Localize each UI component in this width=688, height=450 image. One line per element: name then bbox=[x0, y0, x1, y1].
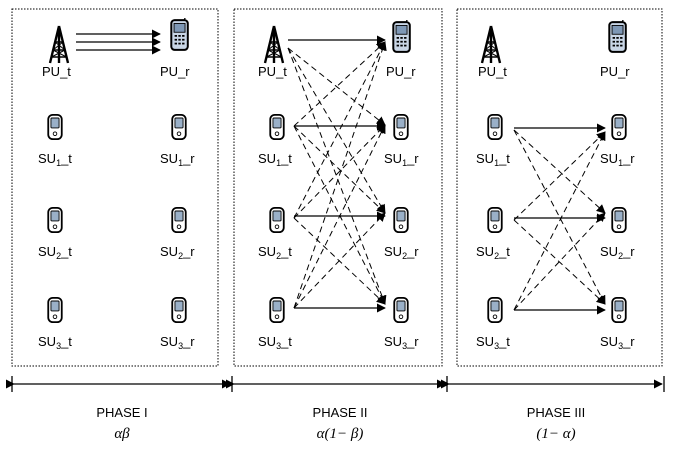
phase-1-panel bbox=[11, 8, 219, 367]
phase-1-label: PHASE I bbox=[96, 405, 147, 420]
phase-2-duration: α(1− β) bbox=[317, 426, 364, 442]
p2-su1-r-label: SU1_r bbox=[384, 151, 419, 168]
su1-r-phone-icon bbox=[611, 113, 627, 141]
pu-r-phone-icon bbox=[608, 20, 627, 53]
p1-su2-t-label: SU2_t bbox=[38, 244, 72, 261]
pu-t-tower-icon bbox=[48, 24, 70, 64]
phase-2-panel bbox=[233, 8, 443, 367]
p3-pu-t-label: PU_t bbox=[478, 64, 507, 79]
su3-r-phone-icon bbox=[393, 296, 409, 324]
su2-t-phone-icon bbox=[487, 206, 503, 234]
p3-su2-t-label: SU2_t bbox=[476, 244, 510, 261]
su3-t-phone-icon bbox=[487, 296, 503, 324]
pu-t-tower-icon bbox=[263, 24, 285, 64]
su3-t-phone-icon bbox=[269, 296, 285, 324]
timeline bbox=[5, 376, 665, 392]
p1-su3-r-label: SU3_r bbox=[160, 334, 195, 351]
su2-r-phone-icon bbox=[393, 206, 409, 234]
su1-t-phone-icon bbox=[487, 113, 503, 141]
p2-su2-r-label: SU2_r bbox=[384, 244, 419, 261]
p1-pu-r-label: PU_r bbox=[160, 64, 190, 79]
su2-t-phone-icon bbox=[269, 206, 285, 234]
su2-r-phone-icon bbox=[171, 206, 187, 234]
p3-su3-t-label: SU3_t bbox=[476, 334, 510, 351]
su1-t-phone-icon bbox=[269, 113, 285, 141]
p2-su1-t-label: SU1_t bbox=[258, 151, 292, 168]
p2-su3-r-label: SU3_r bbox=[384, 334, 419, 351]
su1-r-phone-icon bbox=[171, 113, 187, 141]
p3-su1-t-label: SU1_t bbox=[476, 151, 510, 168]
su2-r-phone-icon bbox=[611, 206, 627, 234]
p2-su2-t-label: SU2_t bbox=[258, 244, 292, 261]
su3-r-phone-icon bbox=[171, 296, 187, 324]
su1-r-phone-icon bbox=[393, 113, 409, 141]
pu-r-phone-icon bbox=[170, 18, 189, 51]
p3-su3-r-label: SU3_r bbox=[600, 334, 635, 351]
p1-su1-t-label: SU1_t bbox=[38, 151, 72, 168]
p2-pu-t-label: PU_t bbox=[258, 64, 287, 79]
p1-pu-t-label: PU_t bbox=[42, 64, 71, 79]
phase-3-label: PHASE III bbox=[527, 405, 586, 420]
p2-su3-t-label: SU3_t bbox=[258, 334, 292, 351]
p3-pu-r-label: PU_r bbox=[600, 64, 630, 79]
phase-2-direct-links bbox=[288, 35, 386, 313]
su2-t-phone-icon bbox=[47, 206, 63, 234]
phase-1-duration: αβ bbox=[114, 426, 130, 442]
phase-3-interference-links bbox=[513, 129, 606, 311]
p3-su2-r-label: SU2_r bbox=[600, 244, 635, 261]
phase-2-interference-links bbox=[287, 41, 387, 309]
phase-3-direct-links bbox=[514, 123, 606, 315]
su1-t-phone-icon bbox=[47, 113, 63, 141]
phase-2-label: PHASE II bbox=[313, 405, 368, 420]
phase-3-duration: (1− α) bbox=[536, 426, 575, 442]
p1-su1-r-label: SU1_r bbox=[160, 151, 195, 168]
p1-su2-r-label: SU2_r bbox=[160, 244, 195, 261]
su3-t-phone-icon bbox=[47, 296, 63, 324]
pu-t-tower-icon bbox=[480, 24, 502, 64]
p3-su1-r-label: SU1_r bbox=[600, 151, 635, 168]
p2-pu-r-label: PU_r bbox=[386, 64, 416, 79]
su3-r-phone-icon bbox=[611, 296, 627, 324]
phase-1-links bbox=[76, 29, 161, 55]
pu-r-phone-icon bbox=[392, 20, 411, 53]
p1-su3-t-label: SU3_t bbox=[38, 334, 72, 351]
phase-3-panel bbox=[456, 8, 663, 367]
